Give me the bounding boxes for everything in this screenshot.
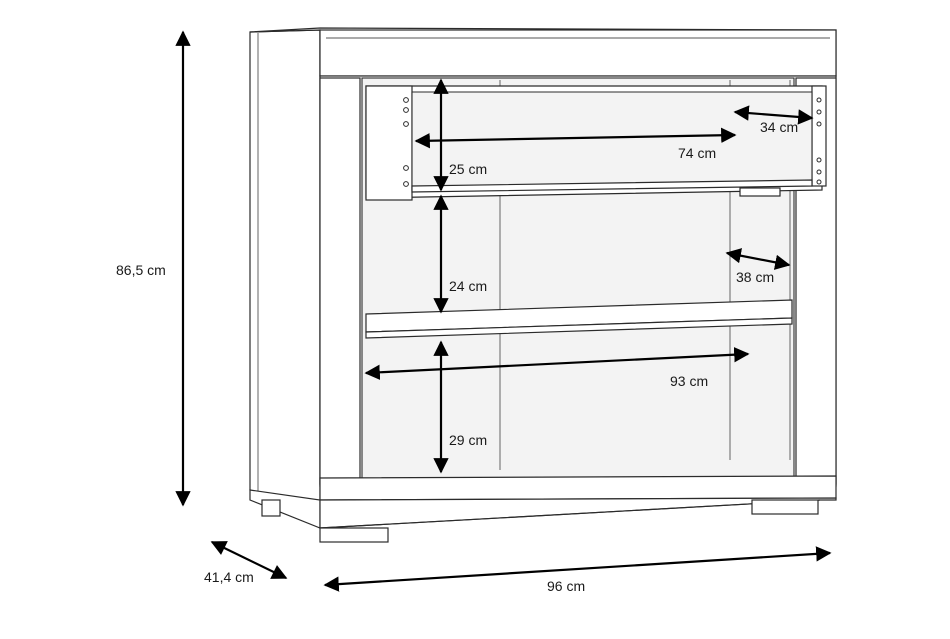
depth-label: 41,4 cm <box>204 569 254 585</box>
shelf-depth-dimension-line <box>725 248 791 270</box>
drawer-width-label: 74 cm <box>678 145 716 161</box>
height-label: 86,5 cm <box>116 262 166 278</box>
bottom-height-label: 29 cm <box>449 432 487 448</box>
drawer-depth-label: 34 cm <box>760 119 798 135</box>
side-panel <box>249 29 321 530</box>
foot <box>261 499 281 517</box>
drawer-width-dimension-line <box>414 127 737 149</box>
plinth-front <box>319 475 837 501</box>
inner-width-dimension-line <box>364 346 750 381</box>
width-dimension-line <box>323 546 832 592</box>
foot <box>319 527 389 543</box>
width-label: 96 cm <box>547 578 585 594</box>
middle-height-label: 24 cm <box>449 278 487 294</box>
drawer-left-side <box>365 85 413 201</box>
inner-width-label: 93 cm <box>670 373 708 389</box>
drawer-depth-dimension-line <box>733 105 814 125</box>
shelf <box>365 299 793 339</box>
depth-dimension-line <box>210 541 288 579</box>
drawer <box>365 85 827 201</box>
dimensions: 86,5 cm 41,4 cm 96 cm 25 cm 74 cm 34 cm … <box>116 30 832 594</box>
drawer-bottom <box>411 179 813 193</box>
shelf-depth-label: 38 cm <box>736 269 774 285</box>
drawer-height-label: 25 cm <box>449 161 487 177</box>
foot <box>751 499 819 515</box>
top-front-edge <box>319 29 837 77</box>
